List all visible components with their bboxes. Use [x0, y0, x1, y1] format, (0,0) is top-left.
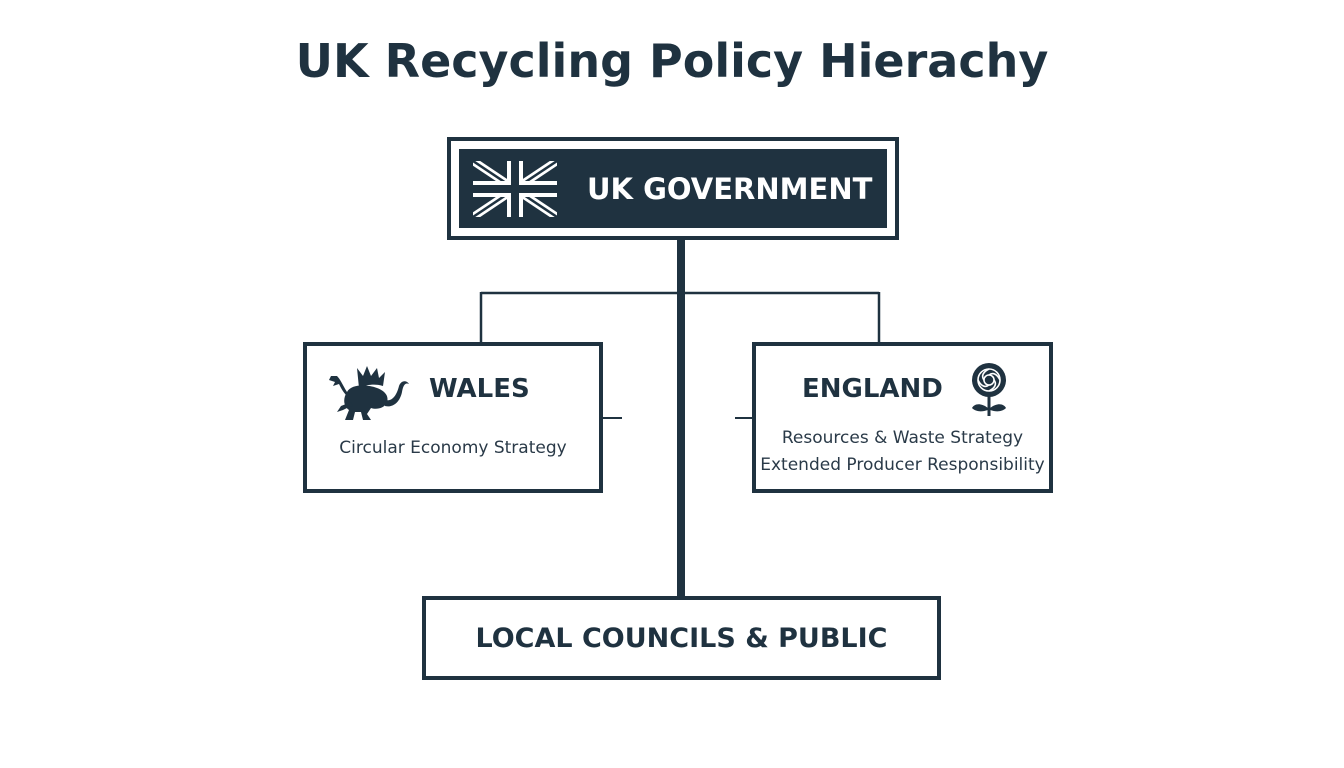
england-policy-item: Extended Producer Responsibility: [760, 455, 1045, 475]
node-wales-label: WALES: [429, 374, 530, 404]
wales-policy-item: Circular Economy Strategy: [339, 438, 567, 458]
diagram-title: UK Recycling Policy Hierachy: [295, 34, 1049, 88]
node-local-councils: LOCAL COUNCILS & PUBLIC: [422, 596, 941, 680]
node-local-councils-label: LOCAL COUNCILS & PUBLIC: [475, 622, 888, 654]
tudor-rose-icon: [972, 363, 1006, 416]
union-flag-icon: [473, 160, 557, 217]
welsh-dragon-icon: [329, 366, 409, 420]
node-uk-government: UK GOVERNMENT: [447, 137, 899, 240]
node-england-label: ENGLAND: [802, 374, 943, 404]
node-uk-government-banner: UK GOVERNMENT: [459, 149, 887, 228]
node-uk-government-label: UK GOVERNMENT: [587, 171, 873, 206]
node-england: ENGLAND Resources & Waste Strategy Exten…: [752, 342, 1053, 493]
node-wales: WALES Circular Economy Strategy: [303, 342, 603, 493]
england-policy-item: Resources & Waste Strategy: [781, 428, 1024, 448]
